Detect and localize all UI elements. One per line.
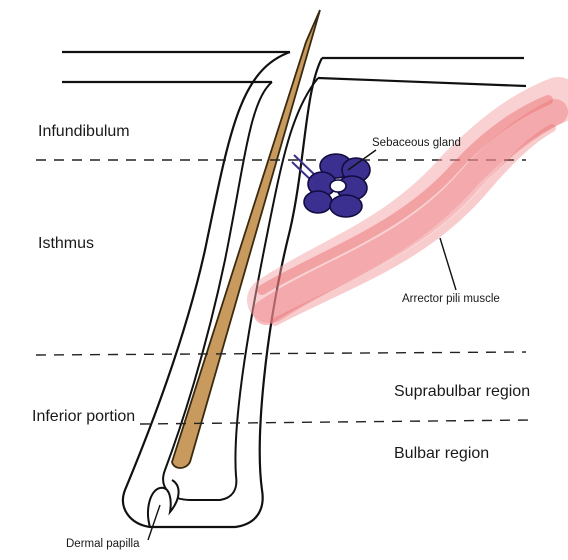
label-infundibulum: Infundibulum bbox=[38, 123, 130, 140]
label-inferior-portion: Inferior portion bbox=[32, 408, 135, 425]
skin-surface-outer-line bbox=[62, 52, 524, 58]
dermal-papilla-shape bbox=[148, 480, 179, 527]
label-suprabulbar-region: Suprabulbar region bbox=[394, 383, 530, 400]
sebaceous-gland bbox=[304, 154, 370, 217]
label-bulbar-region: Bulbar region bbox=[394, 445, 489, 462]
arrector-pili-leader bbox=[440, 238, 456, 290]
label-sebaceous-gland: Sebaceous gland bbox=[372, 137, 461, 149]
arrector-pili-muscle bbox=[262, 100, 558, 322]
label-arrector-pili-muscle: Arrector pili muscle bbox=[402, 293, 500, 305]
label-isthmus: Isthmus bbox=[38, 235, 94, 252]
label-dermal-papilla: Dermal papilla bbox=[66, 538, 140, 550]
dashed-line-isthmus-lower bbox=[36, 352, 526, 355]
hair-shaft bbox=[172, 10, 320, 468]
